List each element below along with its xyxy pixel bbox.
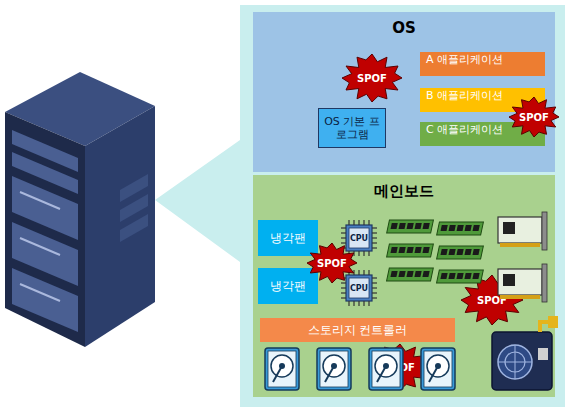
spof-burst: SPOF	[461, 275, 523, 325]
cpu-chip: CPU	[341, 220, 377, 256]
os-base-program: OS 기본 프로그램	[318, 108, 386, 148]
cpu-label: CPU	[350, 234, 368, 243]
layer-title: OS	[253, 19, 555, 37]
storage-controller: 스토리지 컨트롤러	[260, 318, 455, 342]
callout-panel	[155, 5, 565, 407]
cpu-chip: CPU	[341, 270, 377, 306]
box-label: A 애플리케이션	[426, 52, 503, 67]
box-label: C 애플리케이션	[426, 122, 503, 137]
spof-burst: SPOF	[369, 344, 431, 390]
cooling-fan: 냉각팬	[258, 220, 318, 256]
spof-label: SPOF	[477, 295, 507, 306]
spof-label: SPOF	[357, 73, 387, 84]
layer-title: 메인보드	[253, 182, 555, 201]
spof-label: SPOF	[519, 112, 549, 123]
box-label: 냉각팬	[270, 278, 306, 295]
cpu-label: CPU	[350, 284, 368, 293]
os-layer: OS OS 기본 프로그램 A 애플리케이션 B 애플리케이션 C 애플리케이션 SPOF…	[253, 12, 555, 172]
mainboard-layer: 메인보드냉각팬냉각팬CPUCPU스토리지 컨트롤러SPOFSPOFSPOF	[253, 175, 555, 397]
box-label: OS 기본 프로그램	[319, 115, 385, 141]
box-label: B 애플리케이션	[426, 88, 503, 103]
spof-burst: SPOF	[509, 97, 559, 137]
server-rack	[5, 72, 155, 347]
spof-label: SPOF	[317, 258, 347, 269]
spof-burst: SPOF	[307, 243, 357, 283]
box-label: 스토리지 컨트롤러	[308, 322, 408, 339]
spof-label: SPOF	[385, 362, 415, 373]
box-label: 냉각팬	[270, 230, 306, 247]
cooling-fan: 냉각팬	[258, 268, 318, 304]
application-bar: A 애플리케이션	[420, 52, 545, 76]
spof-burst: SPOF	[342, 54, 402, 102]
